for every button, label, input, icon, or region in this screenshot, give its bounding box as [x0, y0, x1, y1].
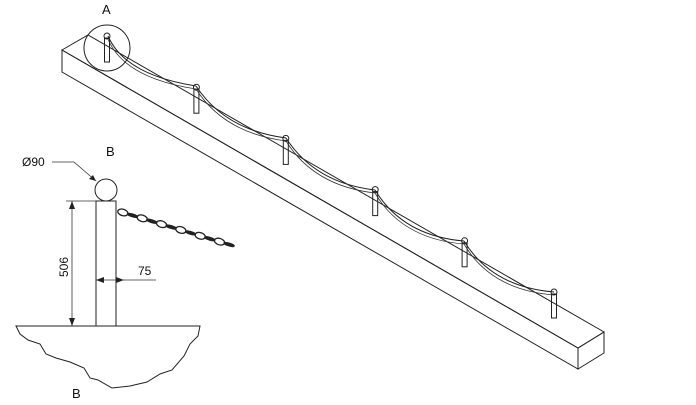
post-ball — [94, 178, 118, 202]
chain-link — [126, 212, 139, 218]
chain-swag — [463, 240, 555, 293]
beam-post-shaft — [551, 293, 557, 319]
chain-swag — [107, 38, 197, 90]
beam-front-face — [61, 49, 579, 370]
chain-swags — [107, 35, 555, 296]
chain-link — [117, 208, 129, 217]
detail-b: B Ø90 506 75 B — [15, 144, 235, 401]
diameter-arrow — [89, 175, 96, 181]
chain-swag — [285, 137, 376, 191]
height-arrow-top — [69, 201, 75, 209]
sloped-beam — [60, 34, 605, 370]
chain-link — [204, 236, 216, 242]
chain-swag — [374, 189, 465, 242]
chain-swag — [195, 88, 287, 142]
beam-end-face — [577, 331, 605, 370]
detail-a-label: A — [102, 2, 111, 17]
chain-swag — [195, 85, 287, 139]
chain-link — [213, 237, 226, 246]
detail-b-top-label: B — [106, 144, 115, 159]
beam-posts — [103, 32, 558, 319]
diameter-leader — [52, 161, 97, 182]
width-dimension: 75 — [138, 264, 152, 278]
beam-top-face — [60, 34, 605, 349]
chain-link — [184, 230, 197, 236]
beam-post-shaft — [461, 242, 468, 268]
width-arrow-left — [96, 277, 104, 283]
chain-swag — [107, 35, 197, 87]
chain-link — [223, 241, 235, 248]
height-dimension: 506 — [57, 257, 71, 277]
beam-post — [103, 32, 111, 63]
beam-post-ball — [103, 32, 111, 40]
post-shaft — [95, 200, 117, 327]
width-arrow-right — [116, 277, 124, 283]
detail-b-bottom-label: B — [72, 386, 81, 400]
chain-swag — [374, 192, 465, 245]
chain-link — [165, 224, 177, 230]
beam-post — [282, 134, 290, 165]
beam-post-shaft — [372, 191, 379, 217]
beam-post-shaft — [282, 139, 289, 165]
chain-swag — [285, 140, 376, 194]
chain-link — [175, 225, 187, 235]
chain-link — [136, 214, 148, 223]
height-arrow-bottom — [69, 318, 75, 326]
chain-swag — [463, 243, 555, 296]
detail-chain — [117, 208, 235, 248]
diameter-dimension: Ø90 — [22, 155, 45, 169]
chain-link — [146, 218, 158, 224]
detail-a-circle — [83, 24, 131, 72]
ground-block — [15, 325, 201, 389]
chain-link — [155, 220, 168, 229]
beam-post-shaft — [104, 37, 110, 63]
chain-link — [194, 231, 206, 240]
